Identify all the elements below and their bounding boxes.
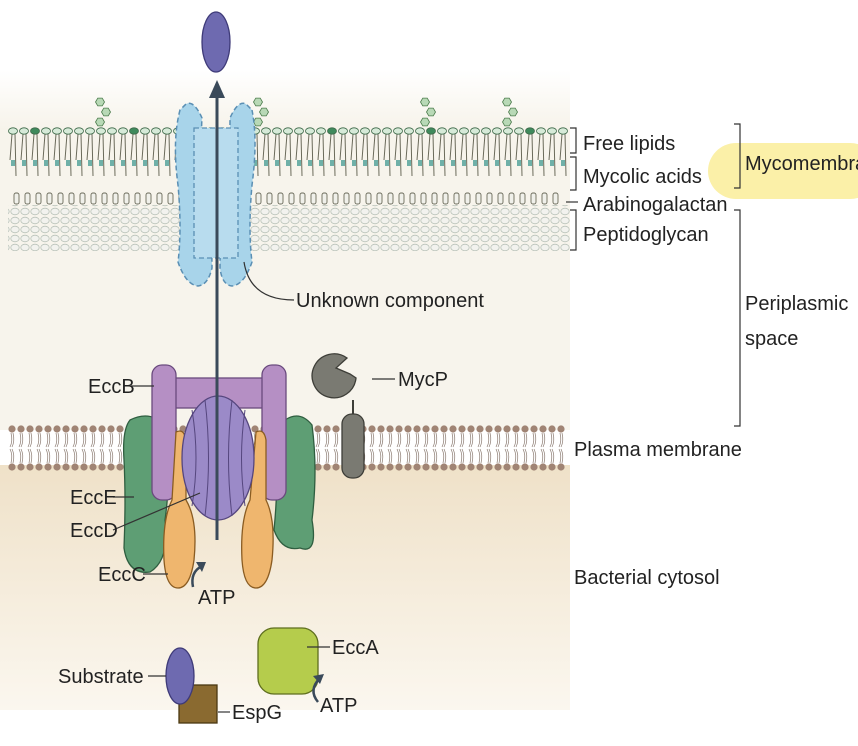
peptidoglycan-layer — [8, 205, 570, 251]
label-periplasmic-line1: Periplasmic — [745, 293, 848, 315]
label-ecce: EccE — [70, 487, 117, 509]
label-substrate: Substrate — [58, 666, 144, 688]
label-mycp: MycP — [398, 369, 448, 391]
label-atp-ecca: ATP — [320, 695, 357, 717]
ecca-protein — [257, 627, 319, 695]
atp-arrow-ecca — [312, 674, 324, 703]
mycomembrane-highlight — [708, 143, 858, 199]
label-eccd: EccD — [70, 520, 118, 542]
label-unknown-component: Unknown component — [296, 290, 484, 312]
arabinogalactan-layer — [13, 192, 559, 205]
label-ecca: EccA — [332, 637, 379, 659]
label-arabinogalactan: Arabinogalactan — [583, 194, 728, 216]
free-lipid-sugars — [95, 97, 518, 127]
unknown-component-channel — [174, 102, 256, 287]
substrate-protein — [165, 647, 195, 705]
label-plasma-membrane: Plasma membrane — [574, 439, 742, 461]
mycp-protein — [311, 353, 365, 479]
label-free-lipids: Free lipids — [583, 133, 675, 155]
secreted-substrate — [201, 11, 231, 73]
leader-lines — [112, 261, 395, 713]
eccc-protein — [163, 430, 274, 589]
label-eccb: EccB — [88, 376, 135, 398]
label-bacterial-cytosol: Bacterial cytosol — [574, 567, 720, 589]
label-atp-eccc: ATP — [198, 587, 235, 609]
label-periplasmic-line2: space — [745, 328, 798, 350]
atp-arrow-eccc — [191, 562, 206, 588]
label-mycolic-acids: Mycolic acids — [583, 166, 702, 188]
label-peptidoglycan: Peptidoglycan — [583, 224, 709, 246]
secretion-arrow — [209, 80, 225, 540]
layer-brackets — [566, 123, 741, 427]
outside-region — [0, 70, 570, 130]
label-eccc: EccC — [98, 564, 146, 586]
label-mycomembrane: Mycomembra — [745, 153, 858, 175]
label-espg: EspG — [232, 702, 282, 724]
